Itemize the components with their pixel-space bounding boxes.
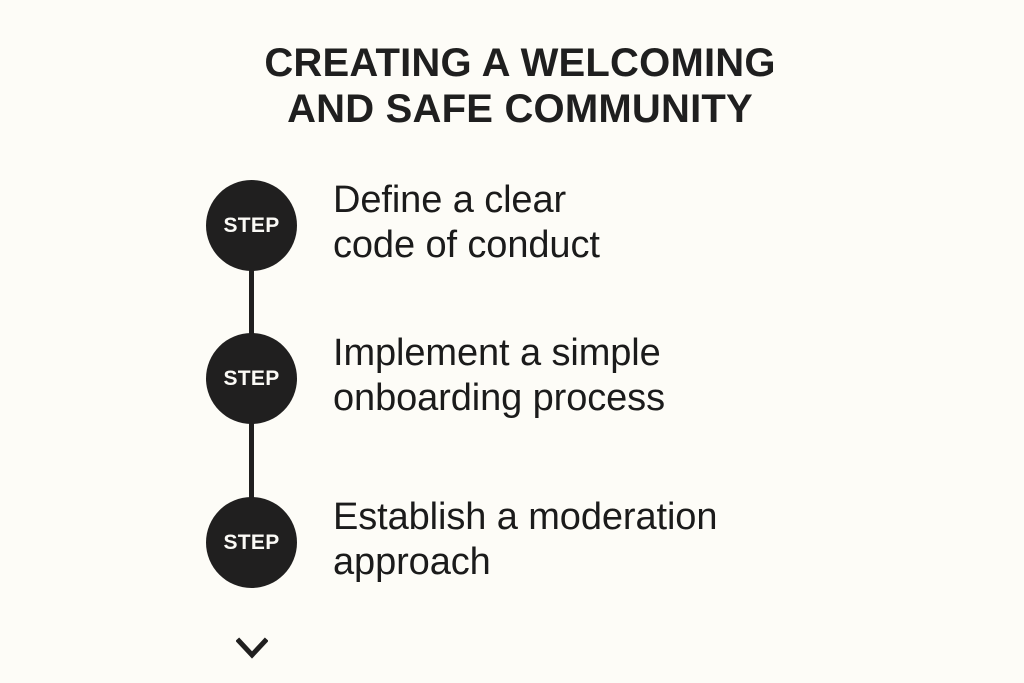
step-badge-label-2: STEP xyxy=(223,367,280,390)
page-title-line-2: AND SAFE COMMUNITY xyxy=(287,87,753,131)
arrow-down-icon xyxy=(236,635,268,667)
steps-flow: STEP Define a clear code of conduct STEP… xyxy=(206,179,946,659)
connector-step1-step2 xyxy=(249,266,254,338)
step-item-3: STEP Establish a moderation approach xyxy=(206,496,946,588)
step-badge-2: STEP xyxy=(206,333,297,424)
page-title: CREATING A WELCOMING AND SAFE COMMUNITY xyxy=(0,40,1024,132)
step-description-3: Establish a moderation approach xyxy=(333,496,718,583)
step-badge-label-3: STEP xyxy=(223,531,280,554)
step-description-1: Define a clear code of conduct xyxy=(333,179,600,266)
step-item-2: STEP Implement a simple onboarding proce… xyxy=(206,332,946,424)
step-description-2: Implement a simple onboarding process xyxy=(333,332,665,419)
connector-step2-step3 xyxy=(249,419,254,507)
step-badge-1: STEP xyxy=(206,180,297,271)
step-item-1: STEP Define a clear code of conduct xyxy=(206,179,946,271)
page-title-line-1: CREATING A WELCOMING xyxy=(264,41,776,85)
step-badge-3: STEP xyxy=(206,497,297,588)
step-badge-label-1: STEP xyxy=(223,214,280,237)
